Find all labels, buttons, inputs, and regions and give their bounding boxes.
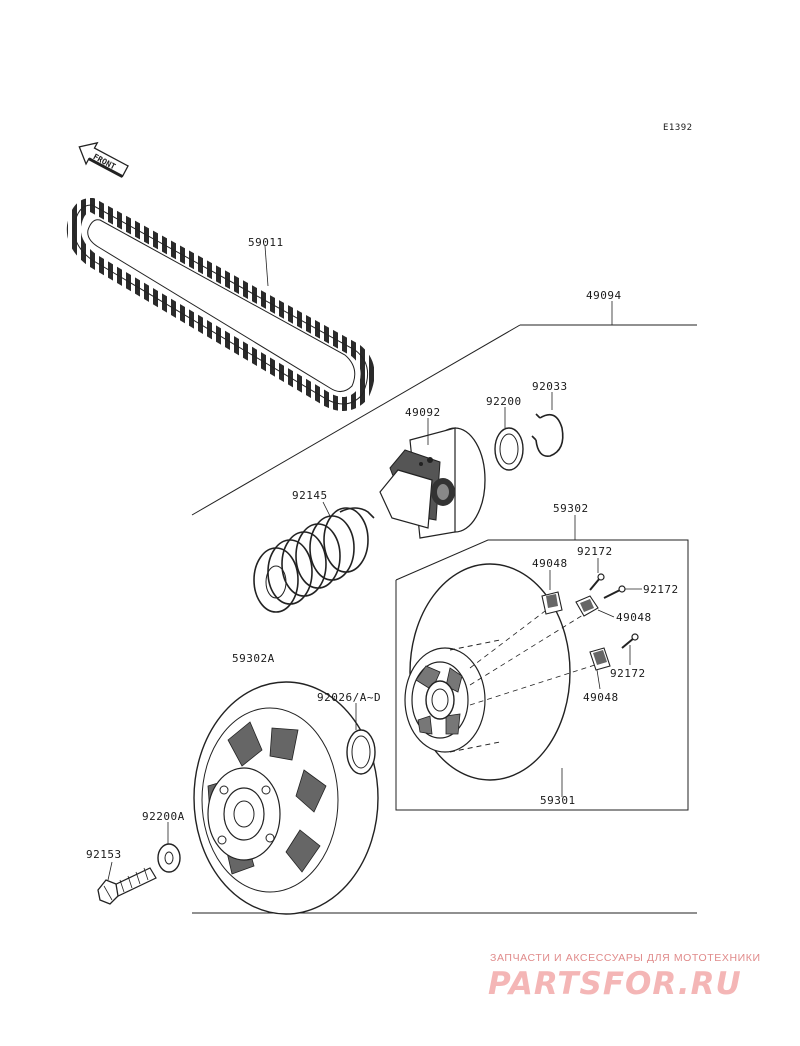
fixed-sheave-59302a: [193, 681, 379, 915]
label-49048-a: 49048: [532, 557, 568, 570]
label-49048-b: 49048: [616, 611, 652, 624]
label-92200: 92200: [486, 395, 522, 408]
front-arrow-icon: FRONT: [78, 141, 129, 178]
slider-49048-a: [541, 591, 563, 615]
screw-92172-c: [621, 633, 639, 649]
label-92033: 92033: [532, 380, 568, 393]
slider-49048-c: [589, 647, 611, 671]
diagram-code: E1392: [663, 123, 693, 133]
label-59011: 59011: [248, 236, 284, 249]
watermark-tagline: ЗАПЧАСТИ И АКСЕССУАРЫ ДЛЯ МОТОТЕХНИКИ: [490, 952, 761, 964]
label-92172-a: 92172: [577, 545, 613, 558]
label-92172-b: 92172: [643, 583, 679, 596]
label-92153: 92153: [86, 848, 122, 861]
torque-cam: [379, 427, 486, 539]
label-59302: 59302: [553, 502, 589, 515]
slider-49048-b: [575, 595, 599, 617]
movable-sheave-59301: [404, 563, 599, 781]
washer-92200a: [157, 843, 181, 873]
washer-92200: [494, 427, 524, 471]
shim-92026: [346, 729, 376, 775]
label-59302a: 59302A: [232, 652, 275, 665]
circlip-92033: [531, 413, 564, 457]
label-92172-c: 92172: [610, 667, 646, 680]
label-92145: 92145: [292, 489, 328, 502]
label-92026: 92026/A~D: [317, 691, 381, 704]
screw-92172-a: [589, 573, 605, 591]
label-92200a: 92200A: [142, 810, 185, 823]
label-49048-c: 49048: [583, 691, 619, 704]
label-49094: 49094: [586, 289, 622, 302]
label-49092: 49092: [405, 406, 441, 419]
watermark-logo: PARTSFOR.RU: [488, 966, 742, 1002]
bolt-92153: [97, 867, 157, 905]
screw-92172-b: [603, 585, 626, 599]
spring-92145: [253, 507, 375, 613]
drive-belt: [66, 198, 375, 411]
label-59301: 59301: [540, 794, 576, 807]
